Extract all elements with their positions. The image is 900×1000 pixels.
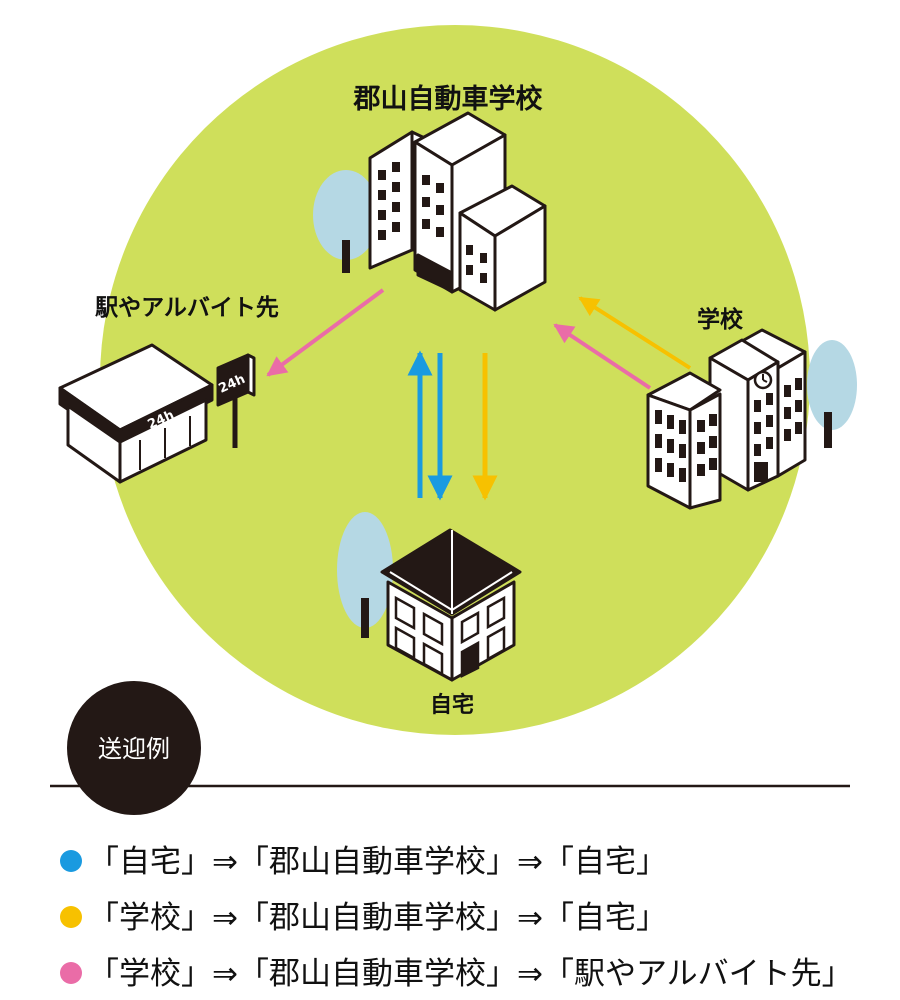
label-home: 自宅 <box>430 692 474 718</box>
route-item-yellow: 「学校」⇒「郡山自動車学校」⇒「自宅」 <box>60 892 667 937</box>
section-badge <box>67 681 201 815</box>
bullet-dot-icon <box>60 961 82 984</box>
school-windows <box>655 378 802 482</box>
tree-icon <box>807 340 857 448</box>
store-icon <box>58 343 256 484</box>
route-text: 「学校」⇒「郡山自動車学校」⇒「駅やアルバイト先」 <box>88 956 853 992</box>
area-circle <box>100 25 810 735</box>
arrow-school-to-driving-school-pink <box>553 323 652 390</box>
arrow-driving-school-to-store-pink <box>266 288 385 377</box>
house-windows <box>394 595 506 679</box>
tree-icon <box>313 170 379 273</box>
route-item-blue: 「自宅」⇒「郡山自動車学校」⇒「自宅」 <box>60 836 667 881</box>
clock-icon <box>753 370 773 390</box>
building-windows <box>378 162 487 283</box>
label-driving-school: 郡山自動車学校 <box>353 83 543 115</box>
section-badge-label: 送迎例 <box>98 735 170 763</box>
label-school: 学校 <box>697 306 744 333</box>
bullet-dot-icon <box>60 905 82 928</box>
arrow-school-to-driving-school-yellow <box>578 296 692 370</box>
driving-school-building-icon <box>313 111 547 312</box>
bullet-dot-icon <box>60 849 82 872</box>
label-station-job: 駅やアルバイト先 <box>95 295 279 321</box>
route-text: 「学校」⇒「郡山自動車学校」⇒「自宅」 <box>88 900 667 936</box>
route-item-pink: 「学校」⇒「郡山自動車学校」⇒「駅やアルバイト先」 <box>60 948 853 993</box>
tree-icon <box>337 512 393 638</box>
route-text: 「自宅」⇒「郡山自動車学校」⇒「自宅」 <box>88 844 667 880</box>
